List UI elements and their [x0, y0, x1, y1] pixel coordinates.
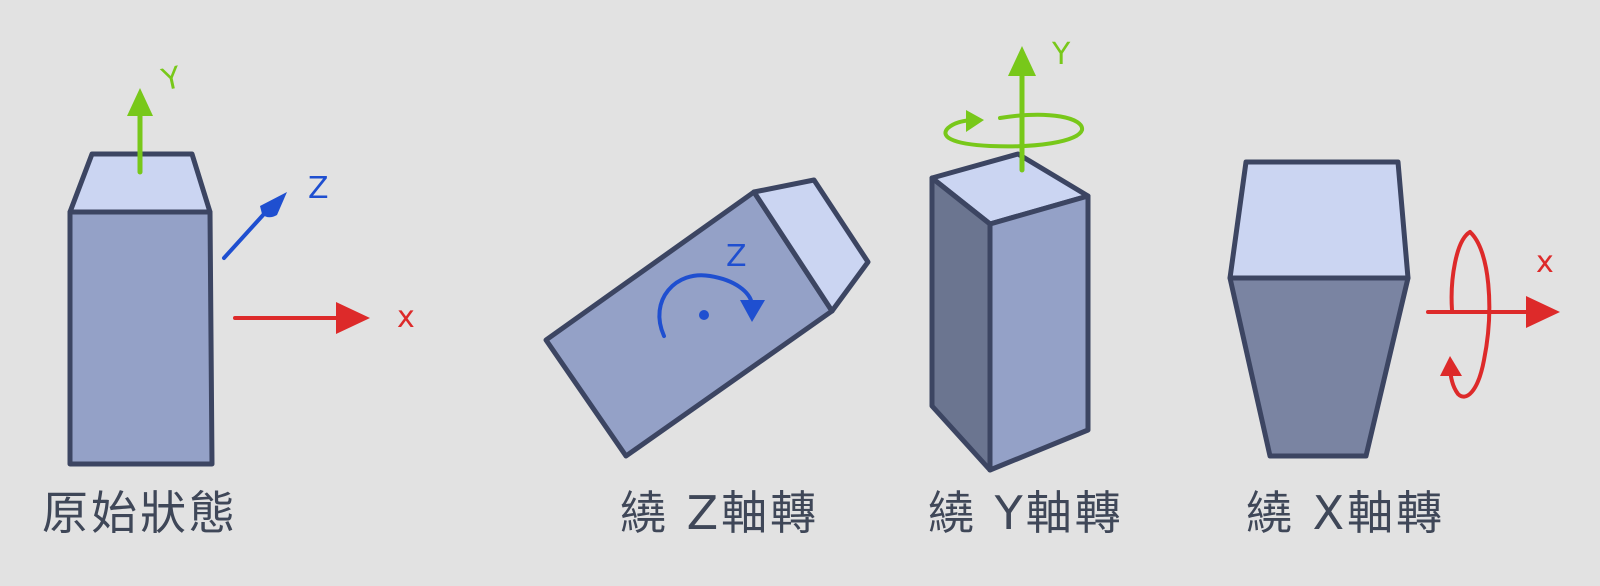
- caption-rotate-x: 繞 X軸轉: [1246, 486, 1446, 540]
- z-axis-label: Z: [726, 239, 747, 274]
- z-axis-label: Z: [308, 171, 329, 206]
- box-end-face: [751, 177, 871, 314]
- y-axis-arrow: [1008, 46, 1036, 173]
- panel-original-box: [67, 151, 215, 467]
- y-axis-label: Y: [158, 60, 185, 98]
- panel-rotate-y-box: [929, 151, 1091, 473]
- x-axis-label: x: [1536, 245, 1554, 280]
- box-left-face: [929, 175, 993, 473]
- y-axis-arrow: [127, 88, 153, 175]
- caption-original: 原始狀態: [42, 486, 238, 540]
- caption-rotate-y: 繞 Y軸轉: [928, 486, 1124, 540]
- x-axis-arrow: [233, 302, 370, 334]
- box-top-face: [1227, 159, 1411, 281]
- box-front-face: [67, 209, 215, 467]
- x-rotation-loop: [1440, 230, 1492, 399]
- y-rotation-loop: [943, 110, 1084, 149]
- z-rotation-arrow: [657, 273, 765, 338]
- z-axis-arrow: [222, 192, 287, 260]
- x-axis-arrow: [1426, 296, 1560, 328]
- box-front-face: [1227, 275, 1411, 459]
- y-axis-label: Y: [1051, 37, 1071, 72]
- caption-rotate-z: 繞 Z軸轉: [620, 486, 820, 540]
- box-right-face: [987, 193, 1091, 473]
- panel-rotate-z-box: [543, 177, 871, 459]
- panel-rotate-x-box: [1227, 159, 1411, 459]
- x-axis-label: x: [397, 300, 415, 335]
